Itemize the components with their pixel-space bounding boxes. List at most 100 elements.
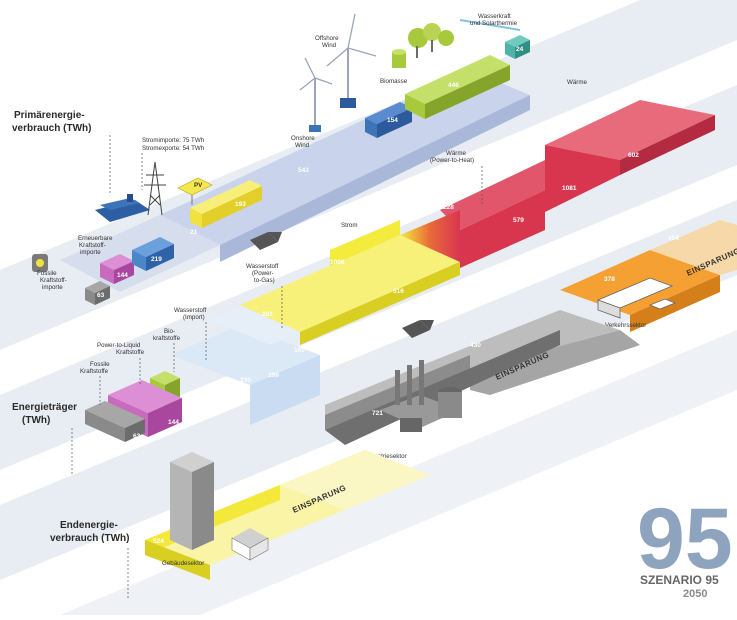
- biomass-label: Biomasse: [380, 78, 408, 85]
- carrier-bio-value: 40: [199, 400, 207, 407]
- pv-label: PV: [194, 182, 203, 189]
- carrier-section-title-2: (TWh): [22, 415, 50, 426]
- final-section-title-1: Endenergie-: [60, 520, 118, 531]
- apartment-building-icon: [170, 452, 214, 550]
- power-pylon-icon: [144, 161, 166, 216]
- transport-label: Verkehrssektor: [605, 322, 646, 329]
- primary-blue-fuel-block: 219: [132, 237, 174, 271]
- final-row: 378 454 EINSPARUNG Verkehrssektor EINSPA…: [50, 220, 737, 600]
- primary-hydro-block: 24: [505, 35, 530, 59]
- carrier-fossil-block: 63: [85, 401, 145, 442]
- strom-top: [240, 235, 460, 332]
- primary-renewable-label-2: Kraftstoff-: [79, 242, 106, 249]
- bio-label-2: kraftstoffe: [153, 335, 181, 342]
- onshore-label-1: Onshore: [291, 135, 315, 142]
- h2-p2g-label-1: Wasserstoff: [246, 263, 279, 270]
- flow-arrow-1-icon: [250, 232, 282, 250]
- primary-biomass-value: 446: [448, 82, 459, 89]
- primary-pv-block: 193: [190, 180, 262, 228]
- hydro-label-2: und Solarthermie: [470, 20, 518, 27]
- primary-renewable-fuel-block: 144: [100, 254, 134, 284]
- h2-value-2: 160: [294, 347, 305, 354]
- strom-import-label: Stromimporte: 75 TWh: [142, 137, 205, 144]
- ptl-label-1: Power-to-Liquid: [97, 342, 141, 349]
- h2-import-label-2: (Import): [183, 314, 205, 321]
- primary-renewable-label-1: Erneuerbare: [78, 235, 113, 242]
- carrier-row: 40 144 63 602 1081 228 579 1008: [12, 79, 715, 475]
- ship-icon: [95, 194, 150, 222]
- final-section-title-2: verbrauch (TWh): [50, 533, 129, 544]
- house-icon: [231, 528, 269, 561]
- offshore-wind-turbine-icon: [326, 13, 377, 108]
- heat-value-bottom: 1081: [562, 185, 577, 192]
- primary-renewable-label-3: importe: [80, 249, 101, 256]
- biomass-trees-icon: [392, 23, 454, 68]
- strom-export-label: Stromexporte: 54 TWh: [142, 145, 205, 152]
- strom-value-bottom: 516: [393, 288, 404, 295]
- car-icon: [648, 298, 677, 310]
- primary-strom-import-value: 21: [190, 229, 198, 236]
- scenario-year: 2050: [683, 588, 707, 600]
- p2h-value-1: 228: [443, 204, 454, 211]
- primary-section-title-2: verbrauch (TWh): [12, 123, 91, 134]
- scenario-number: 95: [637, 491, 733, 587]
- primary-fossil-label-1: Fossile: [37, 270, 57, 277]
- h2-total-1: 230: [240, 377, 251, 384]
- flow-arrow-2-icon: [402, 320, 434, 338]
- primary-fossil-block: 63: [85, 281, 110, 305]
- primary-row: 63 144 219 193 PV 543: [12, 13, 530, 305]
- offshore-label-2: Wind: [322, 42, 337, 49]
- solar-panel-icon: PV: [177, 177, 213, 205]
- carrier-section-title-1: Energieträger: [12, 402, 77, 413]
- h2-value: 261: [262, 311, 273, 318]
- heat-value-top: 602: [628, 152, 639, 159]
- strom-value-top: 1008: [330, 259, 345, 266]
- transport-value: 378: [604, 276, 615, 283]
- factory-icon: [380, 360, 462, 432]
- ptl-label-2: Kraftstoffe: [116, 349, 145, 356]
- h2-p2g-label-2: (Power-: [252, 270, 274, 277]
- primary-blue-fuel-value: 219: [151, 256, 162, 263]
- transport-savings-value: 454: [668, 235, 679, 242]
- bio-label-1: Bio-: [164, 328, 175, 335]
- onshore-wind-turbine-icon: [299, 57, 333, 132]
- h2-total-2: 299: [268, 372, 279, 379]
- primary-fossil-label-3: importe: [42, 284, 63, 291]
- carrier-fossil-value: 63: [133, 433, 141, 440]
- primary-onshore-value: 543: [298, 167, 309, 174]
- carrier-fossil-label-1: Fossile: [90, 361, 110, 368]
- h2-p2g-label-3: to-Gas): [254, 277, 275, 284]
- primary-offshore-value: 154: [387, 117, 398, 124]
- hydro-label-1: Wasserkraft: [478, 13, 511, 20]
- onshore-label-2: Wind: [295, 142, 310, 149]
- hydrogen-block: [170, 325, 320, 385]
- scenario-title: SZENARIO 95: [640, 573, 719, 587]
- primary-section-title-1: Primärenergie-: [14, 110, 85, 121]
- gas-can-icon: [32, 254, 48, 272]
- strom-label: Strom: [341, 222, 358, 229]
- buildings-value: 524: [153, 538, 164, 545]
- bus-icon: [596, 277, 674, 319]
- primary-biomass-block: 446: [405, 55, 510, 119]
- p2h-label-1: Wärme: [446, 150, 466, 157]
- heat-main-block: [460, 145, 620, 268]
- primary-pv-value: 193: [235, 201, 246, 208]
- scenario-badge: 95 SZENARIO 95 2050: [637, 491, 733, 600]
- primary-hydro-value: 24: [516, 46, 524, 53]
- carrier-fossil-label-2: Kraftstoffe: [80, 368, 109, 375]
- primary-fossil-value: 63: [97, 292, 105, 299]
- heat-label: Wärme: [567, 79, 587, 86]
- p2h-value-2: 579: [513, 217, 524, 224]
- buildings-label: Gebäudesektor: [162, 560, 204, 567]
- h2-import-label-1: Wasserstoff: [174, 307, 207, 314]
- industry-savings-value: 430: [470, 342, 481, 349]
- p2h-label-2: (Power-to-Heat): [430, 157, 474, 164]
- offshore-label-1: Offshore: [315, 35, 339, 42]
- primary-fossil-label-2: Kraftstoff-: [40, 277, 67, 284]
- buildings-savings-value: 819: [266, 469, 277, 476]
- industry-value: 721: [372, 410, 383, 417]
- primary-offshore-block: 154: [365, 102, 412, 138]
- carrier-ptl-value: 144: [168, 419, 179, 426]
- primary-renewable-fuel-value: 144: [117, 272, 128, 279]
